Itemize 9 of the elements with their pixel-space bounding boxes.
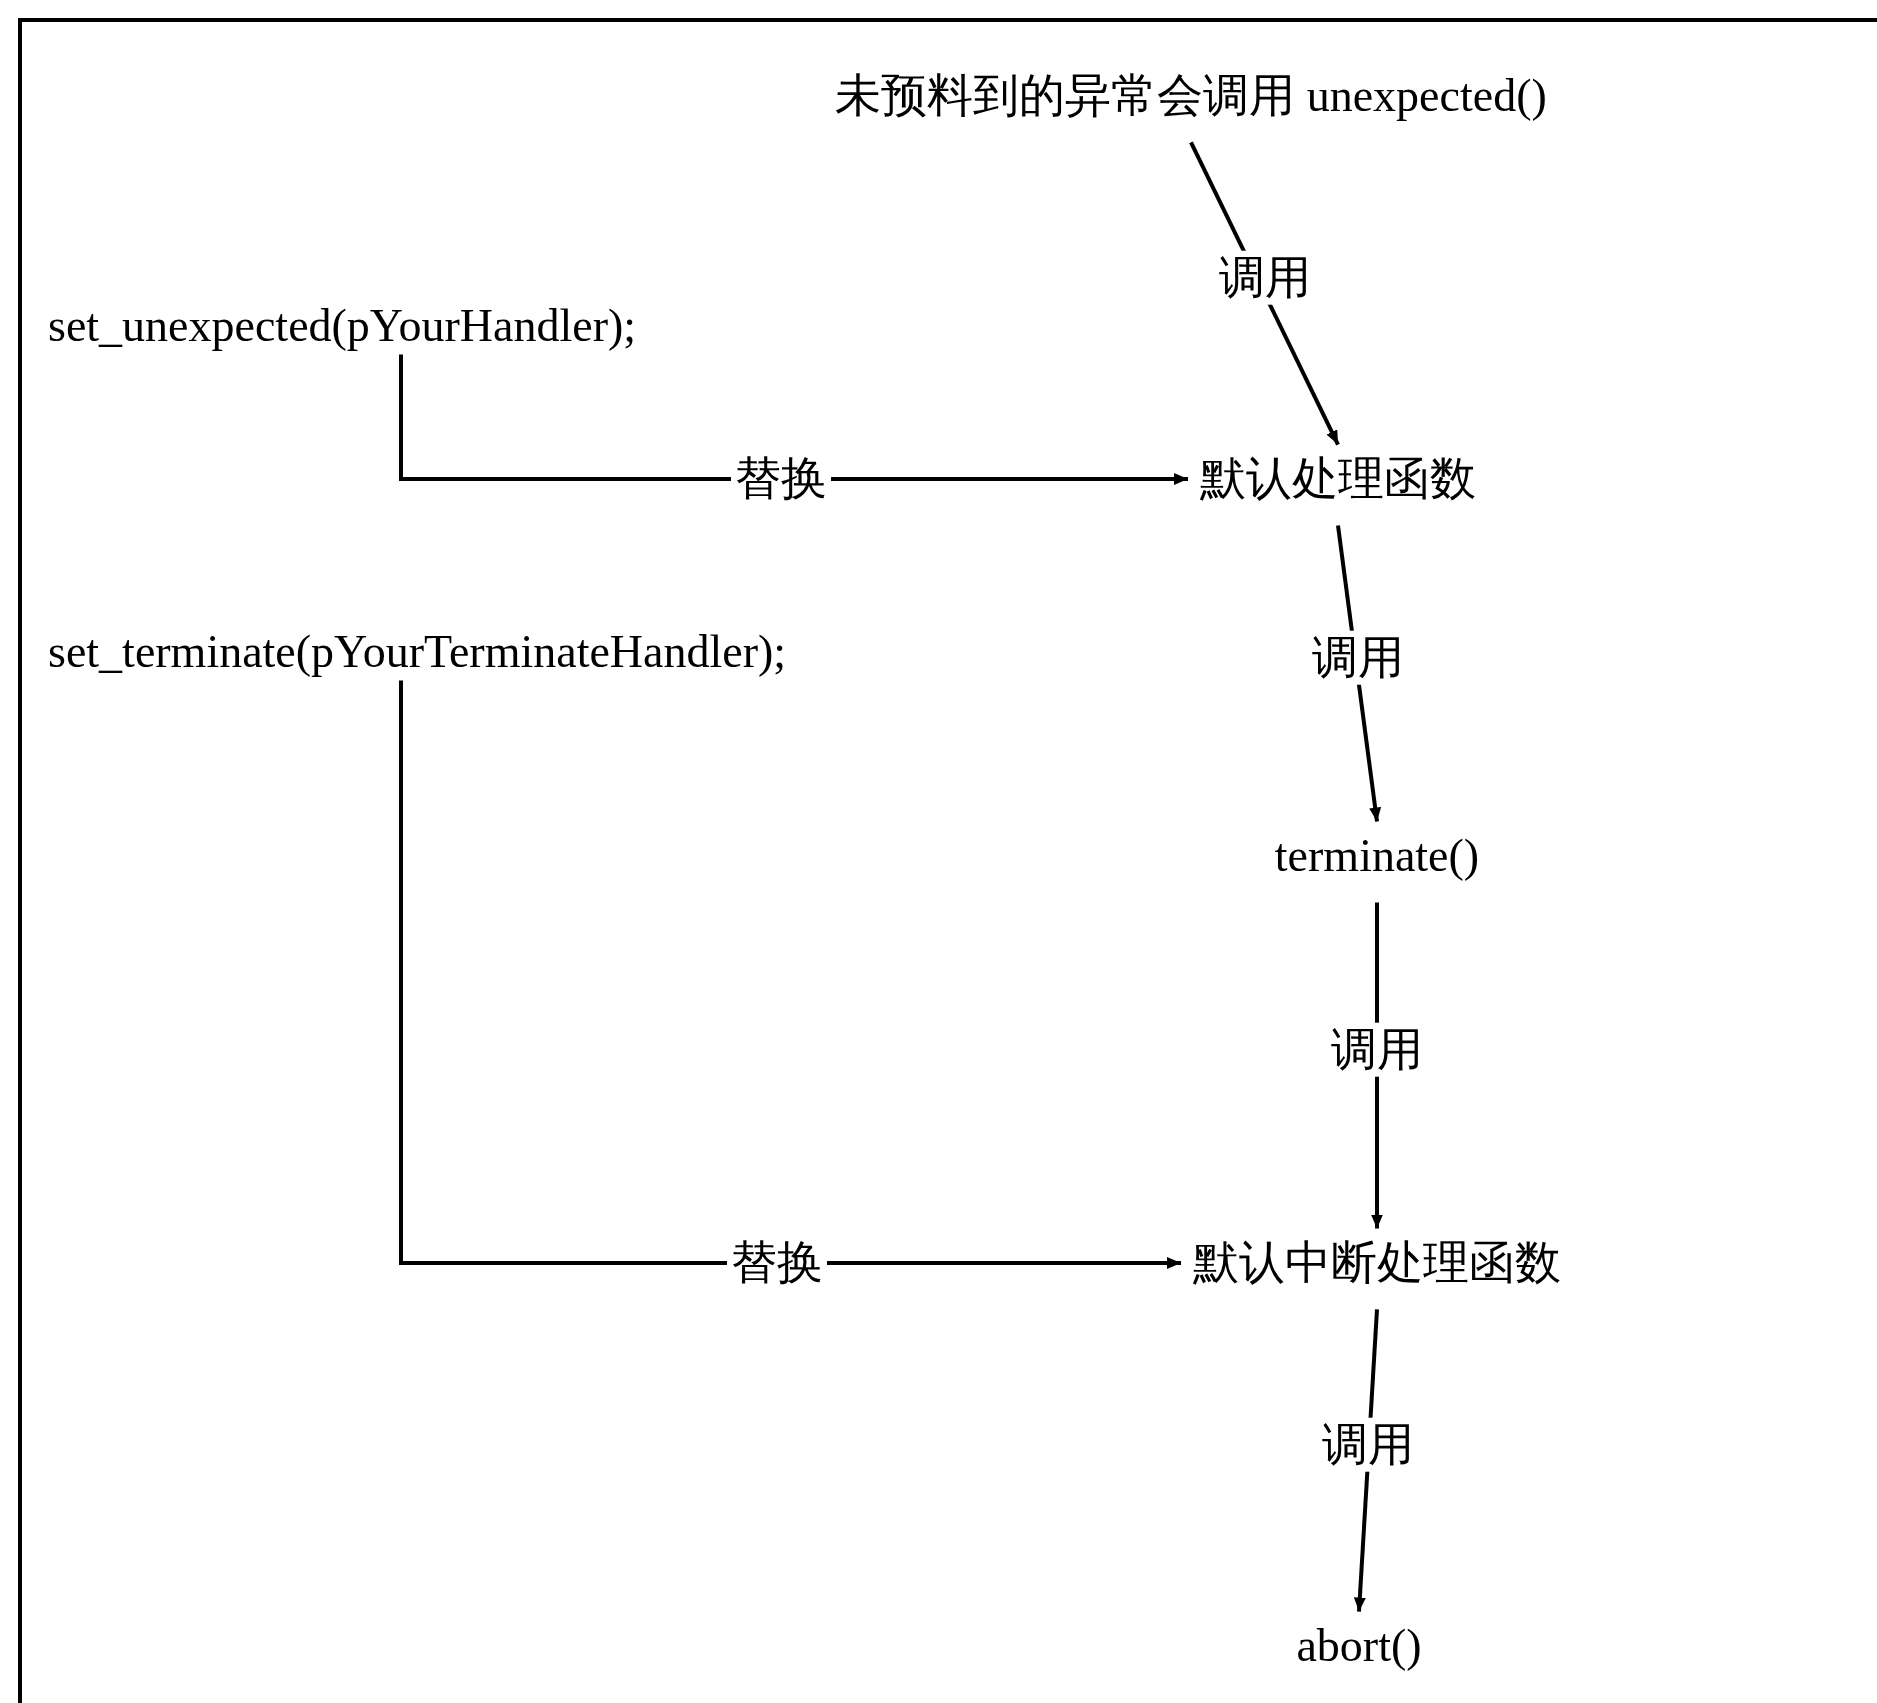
node-text: set_unexpected(pYourHandler); [48, 299, 637, 353]
node-text: 默认处理函数 [1200, 452, 1476, 506]
node-text: terminate() [1274, 829, 1480, 883]
node-text: 默认中断处理函数 [1193, 1236, 1561, 1290]
node-text: 未预料到的异常会调用 unexpected() [835, 69, 1547, 123]
node-text: abort() [1296, 1619, 1422, 1673]
arrow [399, 680, 1181, 1269]
arrow [399, 354, 1188, 485]
node-text: set_terminate(pYourTerminateHandler); [48, 625, 787, 679]
